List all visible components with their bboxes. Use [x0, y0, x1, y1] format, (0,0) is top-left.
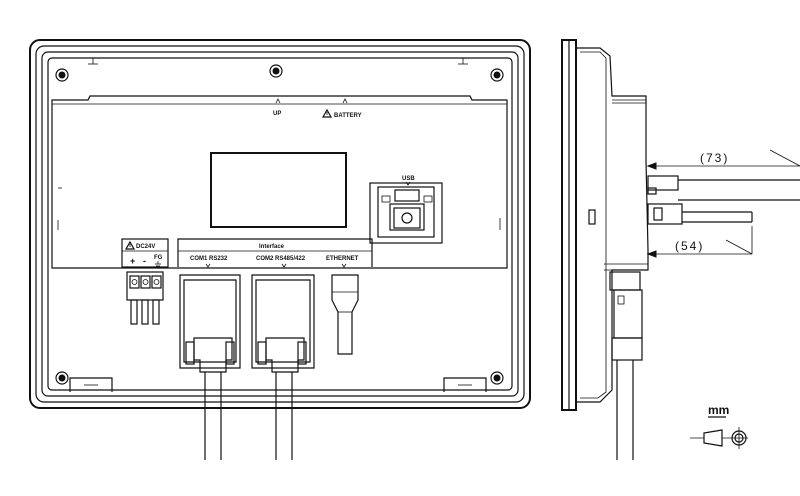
power-label: DC24V: [136, 244, 155, 250]
dimension-73-label: (73): [700, 151, 729, 165]
ethernet-connector: [331, 274, 359, 355]
rear-view: UP BATTERY USB: [29, 39, 531, 460]
rear-bezel-frame: [41, 51, 519, 397]
dimension-54-label: (54): [675, 239, 704, 253]
side-view: (73) (54): [561, 39, 800, 460]
up-arrow-icon: [275, 98, 281, 104]
dimension-73: (73): [646, 149, 800, 170]
side-bezel: [561, 39, 577, 411]
screw-hole: [55, 68, 69, 82]
usb-port: [369, 182, 443, 244]
usb-label: USB: [402, 176, 415, 182]
com1-arrow-icon: [205, 263, 211, 268]
screw-hole: [490, 68, 504, 82]
up-label: UP: [273, 111, 281, 117]
com1-connector: [179, 274, 241, 460]
battery-label: BATTERY: [334, 113, 362, 119]
com2-arrow-icon: [281, 263, 287, 268]
warning-triangle-icon: [124, 240, 136, 250]
rear-bezel-outer: [29, 39, 531, 409]
side-usb-plug: [647, 175, 800, 201]
unit-label: mm: [708, 403, 729, 417]
label-plate: [210, 152, 347, 228]
mounting-clip-slot: [51, 58, 501, 230]
battery-arrow-icon: [342, 98, 348, 104]
power-plus-label: +: [130, 256, 135, 266]
rear-inner-panel: [51, 95, 508, 269]
first-angle-projection-icon: [690, 427, 748, 449]
screw-hole: [55, 371, 69, 385]
dimension-54: (54): [646, 226, 753, 258]
ground-icon: [155, 261, 161, 267]
com2-connector: [251, 274, 315, 460]
interface-label: Interface: [259, 244, 285, 250]
screw-hole: [269, 64, 283, 78]
interface-block: Interface COM1 RS232 COM2 RS485/422 ETHE…: [177, 238, 373, 268]
side-ethernet-plug: [647, 203, 753, 225]
screw-hole: [490, 371, 504, 385]
rear-housing: [47, 57, 513, 391]
bottom-clip: [443, 377, 487, 392]
warning-triangle-icon: [321, 108, 333, 118]
side-housing: [576, 47, 649, 403]
ethernet-label: ETHERNET: [326, 256, 359, 262]
com2-label: COM2 RS485/422: [256, 256, 306, 262]
power-terminal: DC24V + - FG: [121, 238, 169, 325]
rear-bezel-inner: [35, 45, 525, 403]
side-serial-connector: [609, 271, 643, 460]
unit-block: mm: [690, 403, 748, 449]
ethernet-arrow-icon: [341, 263, 347, 268]
bottom-clip: [69, 377, 113, 392]
power-minus-label: -: [143, 256, 146, 266]
com1-label: COM1 RS232: [190, 256, 228, 262]
power-fg-label: FG: [154, 255, 163, 261]
